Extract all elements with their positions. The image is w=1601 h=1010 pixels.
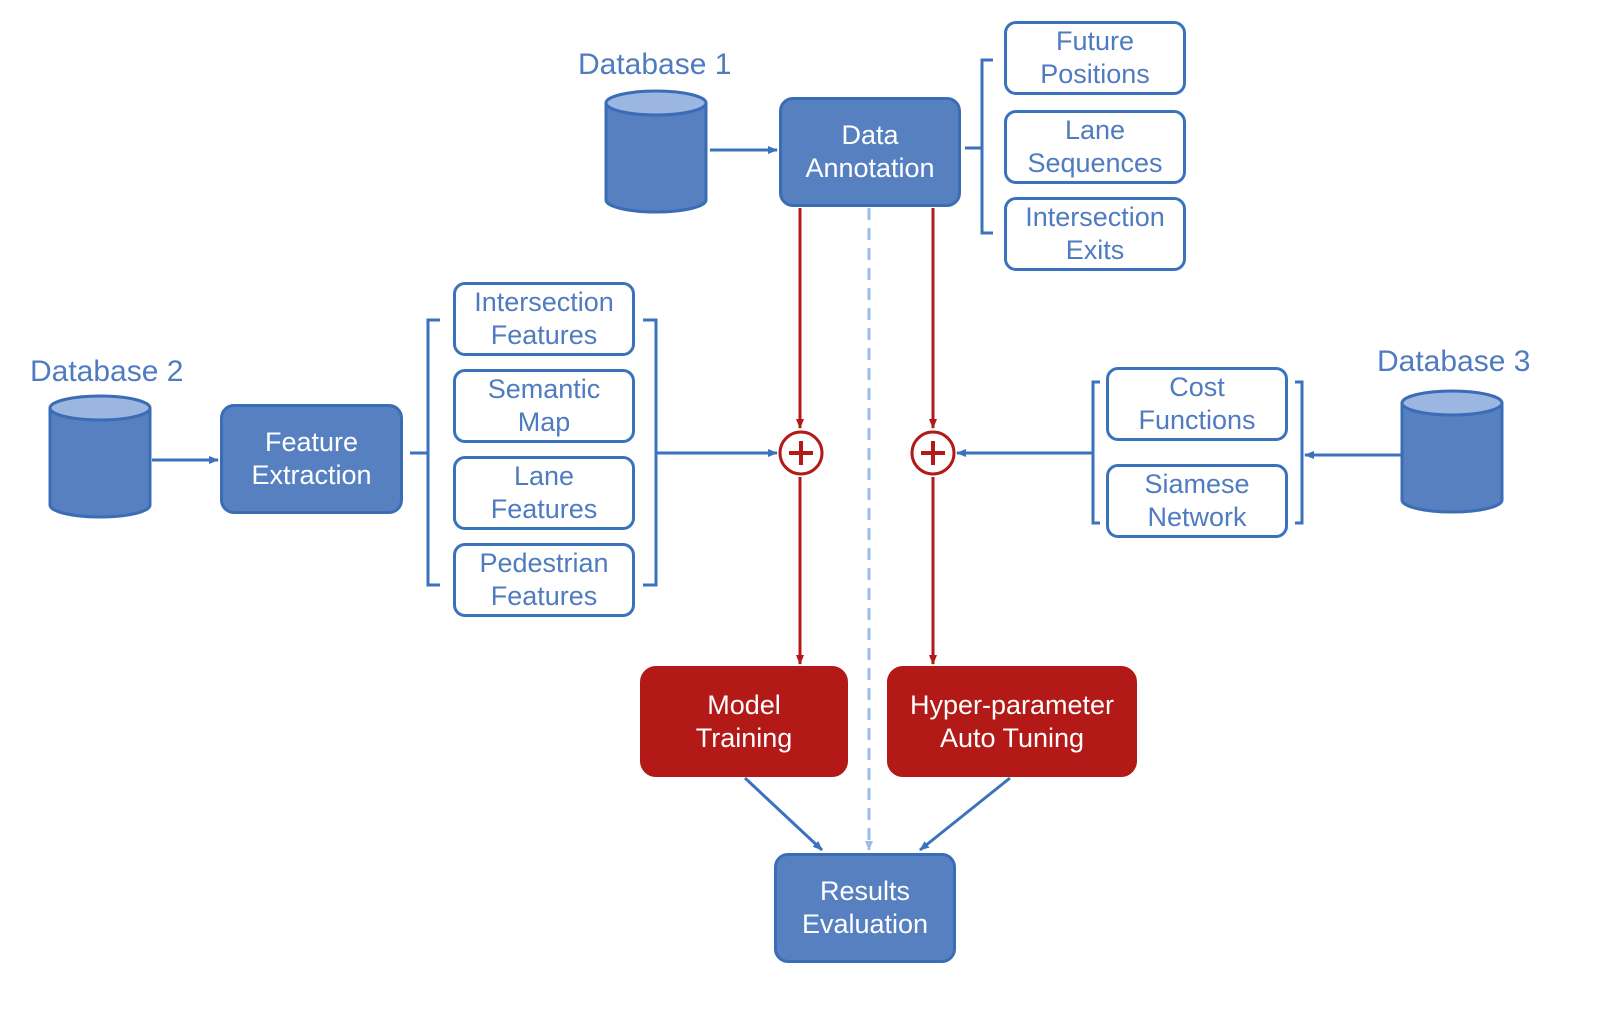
feature-item-line-1: Pedestrian <box>479 548 609 578</box>
db3-item-line-2: Functions <box>1138 405 1256 435</box>
database-1-icon <box>604 89 708 214</box>
hyper-tuning-line-1: Hyper-parameter <box>909 689 1115 720</box>
feature-item-intersection-features: Intersection Features <box>453 282 635 356</box>
feature-item-line-2: Features <box>490 581 598 611</box>
annotation-bracket <box>965 58 993 235</box>
feature-item-line-2: Features <box>490 320 598 350</box>
model-training-line-1: Model <box>707 689 781 720</box>
model-training-node: Model Training <box>640 666 848 777</box>
hyper-tuning-line-2: Auto Tuning <box>939 722 1085 753</box>
annotation-item-line-1: Lane <box>1064 115 1126 145</box>
database-3-icon <box>1400 389 1504 514</box>
results-evaluation-line-2: Evaluation <box>801 909 929 939</box>
database-1-label: Database 1 <box>578 48 732 81</box>
db3-item-cost-functions: Cost Functions <box>1106 367 1288 441</box>
features-right-bracket <box>643 318 658 587</box>
data-annotation-line-2: Annotation <box>805 153 935 183</box>
feature-item-lane-features: Lane Features <box>453 456 635 530</box>
feature-item-line-1: Semantic <box>487 374 601 404</box>
feature-item-line-2: Features <box>490 494 598 524</box>
db3-item-line-2: Network <box>1147 502 1247 532</box>
db3-right-bracket <box>1295 380 1304 525</box>
db3-item-line-1: Siamese <box>1144 469 1250 499</box>
annotation-item-line-1: Intersection <box>1025 202 1165 232</box>
annotation-item-line-2: Exits <box>1065 235 1125 265</box>
model-training-line-2: Training <box>695 722 793 753</box>
feature-item-line-1: Intersection <box>474 287 614 317</box>
data-annotation-line-1: Data <box>841 120 899 150</box>
merge-plus-icon-1 <box>778 430 824 476</box>
db3-item-line-1: Cost <box>1169 372 1225 402</box>
annotation-item-line-2: Positions <box>1040 59 1150 89</box>
db3-left-bracket <box>1091 380 1100 525</box>
results-evaluation-node: Results Evaluation <box>774 853 956 963</box>
database-2-icon <box>48 394 152 519</box>
annotation-item-line-1: Future <box>1055 26 1135 56</box>
annotation-item-line-2: Sequences <box>1027 148 1163 178</box>
results-evaluation-line-1: Results <box>819 876 911 906</box>
feature-extraction-line-1: Feature <box>264 427 359 457</box>
annotation-item-lane-sequences: Lane Sequences <box>1004 110 1186 184</box>
database-3-label: Database 3 <box>1377 345 1531 378</box>
feature-item-pedestrian-features: Pedestrian Features <box>453 543 635 617</box>
data-annotation-node: Data Annotation <box>779 97 961 207</box>
hyper-tuning-node: Hyper-parameter Auto Tuning <box>887 666 1137 777</box>
feature-extraction-line-2: Extraction <box>251 460 372 490</box>
feature-item-semantic-map: Semantic Map <box>453 369 635 443</box>
annotation-item-intersection-exits: Intersection Exits <box>1004 197 1186 271</box>
annotation-item-future-positions: Future Positions <box>1004 21 1186 95</box>
arrow-training-to-results <box>743 776 824 852</box>
database-2-label: Database 2 <box>30 355 184 388</box>
feature-item-line-1: Lane <box>513 461 575 491</box>
feature-item-line-2: Map <box>517 407 571 437</box>
feature-extraction-node: Feature Extraction <box>220 404 403 514</box>
features-left-bracket <box>410 318 440 587</box>
merge-plus-icon-2 <box>910 430 956 476</box>
arrow-tuning-to-results <box>919 776 1011 852</box>
db3-item-siamese-network: Siamese Network <box>1106 464 1288 538</box>
